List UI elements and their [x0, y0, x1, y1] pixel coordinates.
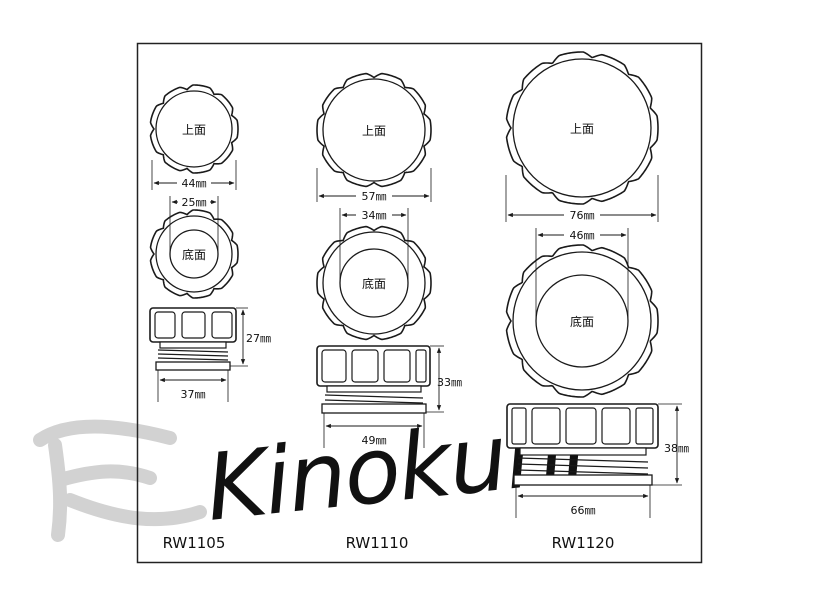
- rw1110-thread-value: 49㎜: [362, 434, 387, 447]
- rw1120-top-diameter-dimension: 76㎜: [505, 175, 659, 222]
- rw1120-side-view: [506, 403, 659, 486]
- rw1110-height-dimension: 33㎜: [426, 345, 462, 413]
- rw1105-height-value: 27㎜: [246, 332, 271, 345]
- rw1120-bottom-inner-dimension: 46㎜: [535, 228, 629, 321]
- rw1110-bottom-inner-value: 34㎜: [362, 209, 387, 222]
- rw1110-top-view: 上面: [316, 72, 432, 188]
- rw1105-bottom-view: 底面: [149, 209, 239, 299]
- rw1120-top-face-label: 上面: [570, 122, 594, 136]
- cap-rw1105: 上面 44㎜ 底面 25㎜: [149, 84, 271, 552]
- rw1110-side-view: [316, 345, 431, 414]
- rw1110-bottom-view: 底面: [316, 225, 432, 341]
- rw1120-top-view: 上面: [505, 51, 659, 205]
- rw1105-top-face-label: 上面: [182, 123, 206, 137]
- rw1120-thread-value: 66㎜: [571, 504, 596, 517]
- rw1110-model-label: RW1110: [346, 534, 409, 552]
- rw1120-bottom-face-label: 底面: [570, 314, 594, 329]
- rw1120-height-dimension: 38㎜: [652, 403, 689, 486]
- rw1110-thread-dimension: 49㎜: [323, 413, 425, 448]
- rw1105-bottom-inner-dimension: 25㎜: [169, 195, 219, 254]
- rw1110-top-diameter-value: 57㎜: [362, 190, 387, 203]
- rw1120-bottom-inner-value: 46㎜: [570, 229, 595, 242]
- rw1105-bottom-inner-value: 25㎜: [182, 196, 207, 209]
- rw1110-bottom-inner-dimension: 34㎜: [339, 208, 409, 283]
- rw1120-bottom-view: 底面: [505, 244, 659, 398]
- rw1105-side-view: [149, 307, 237, 371]
- rw1105-top-diameter-dimension: 44㎜: [151, 160, 237, 190]
- rw1105-bottom-face-label: 底面: [182, 247, 206, 262]
- rw1110-top-face-label: 上面: [362, 124, 386, 138]
- rw1120-top-diameter-value: 76㎜: [570, 209, 595, 222]
- rw1110-height-value: 33㎜: [437, 376, 462, 389]
- cap-rw1110: 上面 57㎜ 底面 34㎜: [316, 72, 462, 552]
- rw1110-bottom-face-label: 底面: [362, 276, 386, 291]
- rw1105-height-dimension: 27㎜: [230, 307, 271, 367]
- rw1120-height-value: 38㎜: [664, 442, 689, 455]
- diagram-frame: [136, 42, 703, 564]
- rw1105-thread-value: 37㎜: [181, 388, 206, 401]
- rw1110-top-diameter-dimension: 57㎜: [316, 168, 432, 203]
- rw1105-top-diameter-value: 44㎜: [182, 177, 207, 190]
- cap-rw1120: 上面 76㎜ 底面 46㎜: [505, 51, 689, 552]
- rw1105-thread-dimension: 37㎜: [157, 370, 229, 402]
- rw1105-model-label: RW1105: [163, 534, 226, 552]
- rw1105-top-view: 上面: [149, 84, 239, 174]
- rw1120-model-label: RW1120: [552, 534, 615, 552]
- rw1120-thread-dimension: 66㎜: [515, 485, 651, 518]
